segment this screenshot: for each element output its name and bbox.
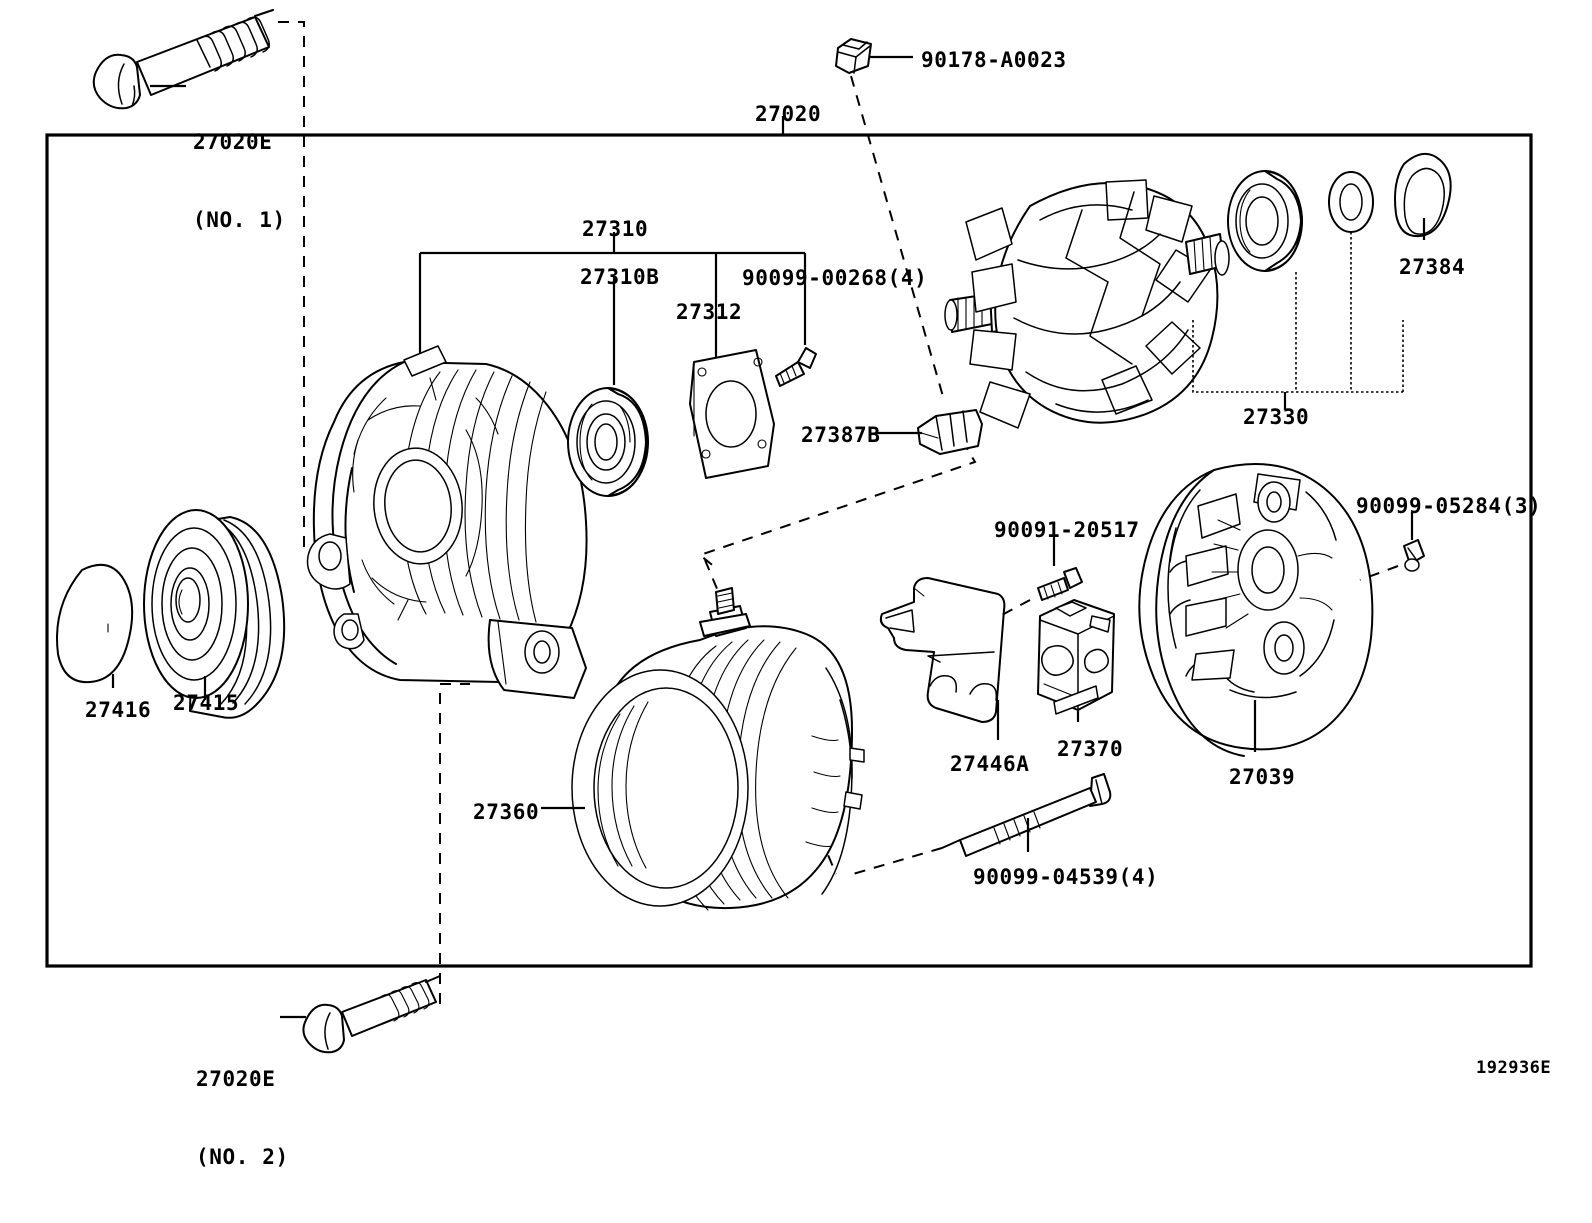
label-pulley: 27415 bbox=[173, 691, 240, 715]
diagram-canvas: .ln{fill:none;stroke:#000;stroke-width:2… bbox=[45, 9, 1552, 1169]
label-bolt-no-1-sub: (NO. 1) bbox=[193, 208, 286, 233]
bolt-no-1-drawing bbox=[92, 9, 274, 110]
leader-dash-bolt2 bbox=[439, 683, 470, 1004]
label-bolt-no-2-number: 27020E bbox=[196, 1066, 276, 1091]
label-bolt-no-2: 27020E (NO. 2) bbox=[196, 1013, 289, 1223]
voltage-regulator-drawing bbox=[1037, 599, 1115, 715]
diagram-id: 192936E bbox=[1476, 1058, 1552, 1078]
label-bolt-90099-04539: 90099-04539(4) bbox=[973, 865, 1159, 889]
label-terminal-bracket: 27446A bbox=[950, 752, 1030, 776]
pulley-cap-drawing bbox=[56, 563, 134, 684]
screw-90091-20517-drawing bbox=[1037, 567, 1083, 601]
label-rotor-assembly: 27330 bbox=[1243, 405, 1310, 429]
bolt-no-2-drawing bbox=[302, 975, 441, 1054]
nut-90178-a0023-drawing bbox=[835, 38, 872, 74]
rotor-assembly-drawing bbox=[944, 179, 1230, 429]
label-drive-end-frame-b: 27310B bbox=[580, 265, 660, 289]
o-ring-27384-drawing bbox=[1394, 153, 1452, 238]
label-bearing-retainer: 27312 bbox=[676, 300, 743, 324]
bearing-27310b-drawing bbox=[567, 387, 649, 497]
stator-assembly-drawing bbox=[571, 587, 865, 911]
rear-end-frame-drawing bbox=[1138, 463, 1374, 757]
label-alternator-assembly: 27020 bbox=[755, 102, 822, 126]
label-nut-90178-a0023: 90178-A0023 bbox=[921, 48, 1067, 72]
label-bolt-no-1-number: 27020E bbox=[193, 129, 273, 154]
label-stator-assembly: 27360 bbox=[473, 800, 540, 824]
label-screw-90099-00268: 90099-00268(4) bbox=[742, 266, 928, 290]
rear-bearing-drawing bbox=[1227, 170, 1303, 272]
label-rear-end-frame: 27039 bbox=[1229, 765, 1296, 789]
bracket-27330 bbox=[1192, 232, 1404, 410]
leader-dash-90091 bbox=[999, 599, 1031, 617]
terminal-bracket-drawing bbox=[879, 577, 1006, 723]
label-screw-90091-20517: 90091-20517 bbox=[994, 518, 1140, 542]
label-voltage-regulator: 27370 bbox=[1057, 737, 1124, 761]
label-bolt-no-1: 27020E (NO. 1) bbox=[193, 76, 286, 286]
leader-dash-04539 bbox=[845, 847, 943, 877]
pulley-drawing bbox=[143, 509, 286, 719]
label-leaders bbox=[150, 55, 922, 435]
label-bolt-no-2-sub: (NO. 2) bbox=[196, 1145, 289, 1170]
bracket-27310-group bbox=[418, 232, 807, 385]
label-drive-end-frame: 27310 bbox=[582, 217, 649, 241]
label-pulley-cap: 27416 bbox=[85, 698, 152, 722]
label-o-ring-27384: 27384 bbox=[1399, 255, 1466, 279]
bearing-retainer-drawing bbox=[689, 349, 775, 479]
screw-90099-00268-drawing bbox=[775, 347, 817, 387]
parts-drawing: .ln{fill:none;stroke:#000;stroke-width:2… bbox=[45, 9, 1533, 1054]
drive-end-frame-drawing bbox=[306, 345, 588, 699]
collar-27387b-drawing bbox=[917, 409, 983, 455]
screw-90099-05284-drawing bbox=[1403, 539, 1425, 572]
leader-dash-05284 bbox=[1359, 565, 1399, 581]
assembly-frame bbox=[45, 133, 1533, 968]
label-collar-27387b: 27387B bbox=[801, 423, 881, 447]
leader-dash-27020-top bbox=[850, 75, 945, 401]
label-screw-90099-05284: 90099-05284(3) bbox=[1356, 494, 1542, 518]
